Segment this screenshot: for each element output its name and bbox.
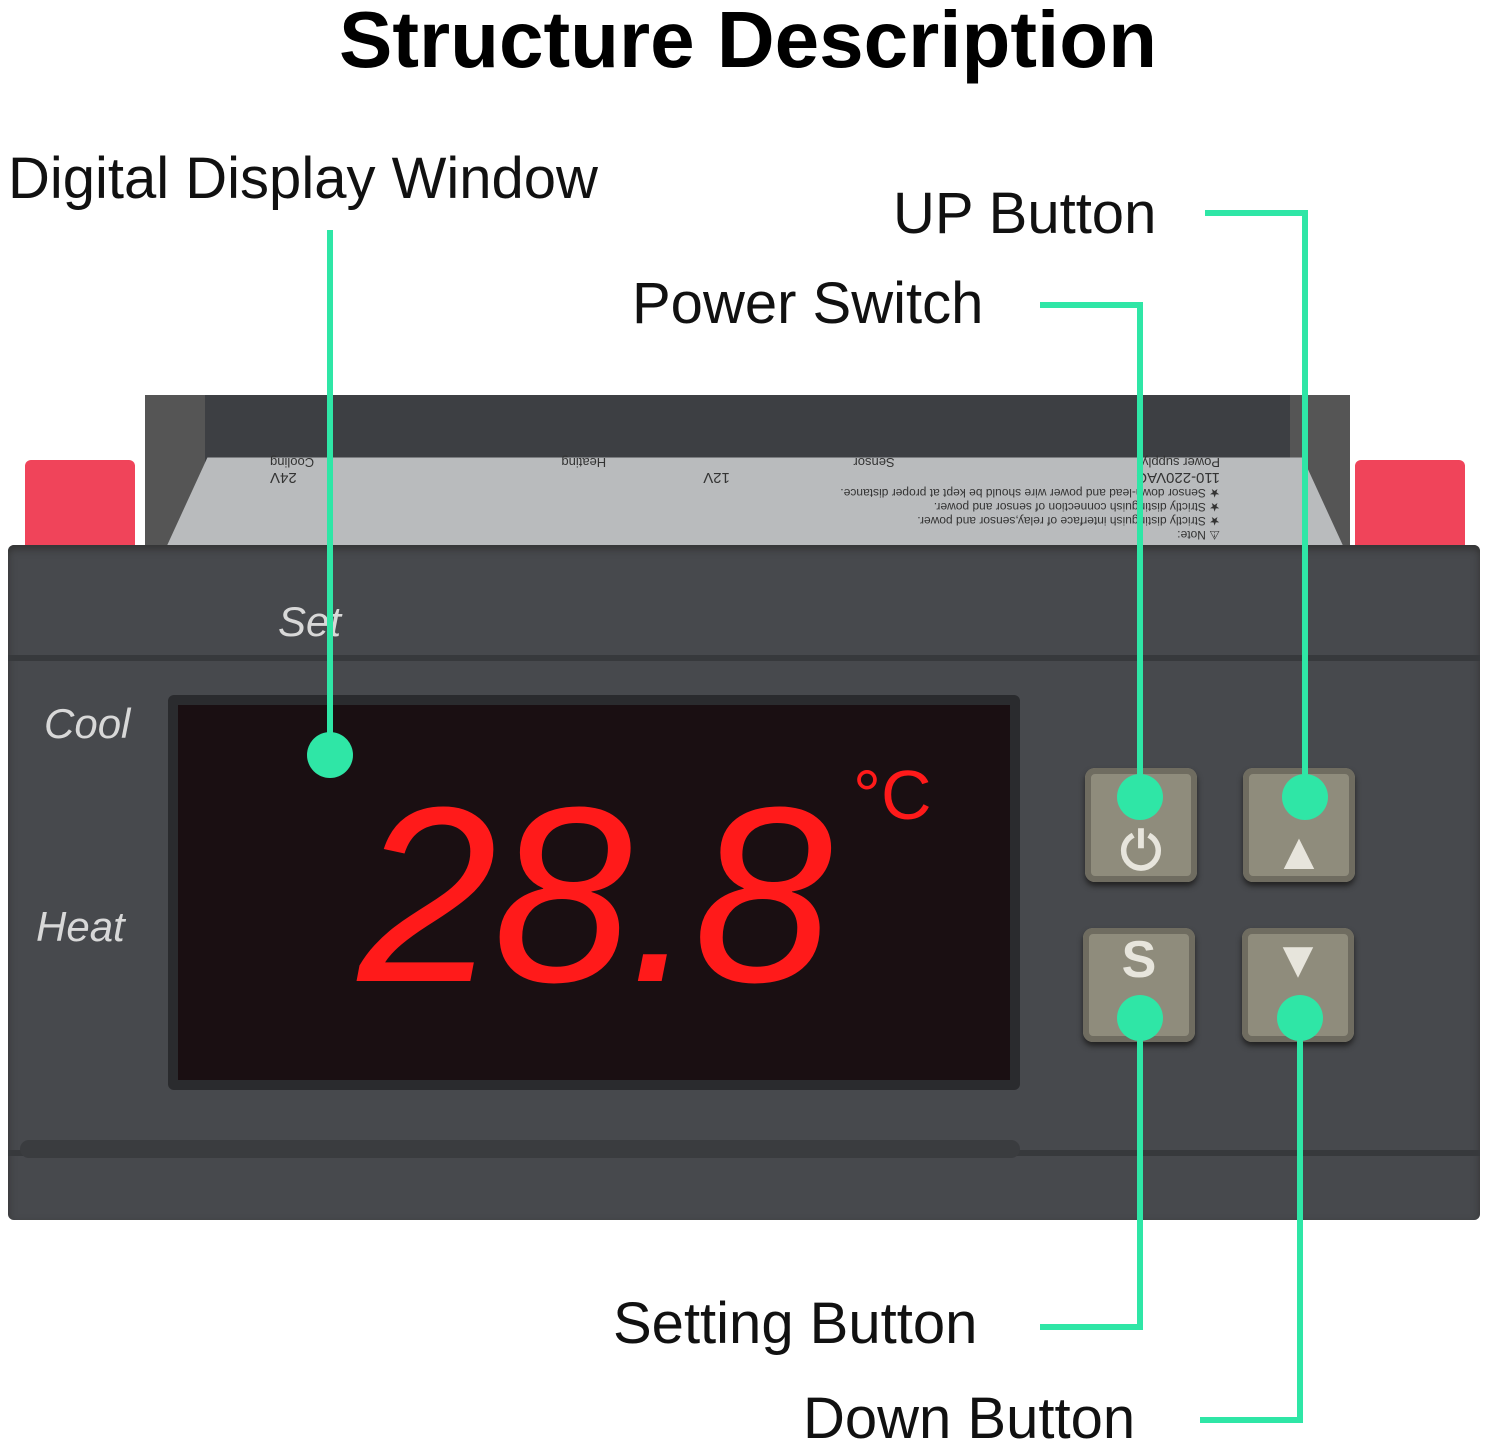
label-power-switch: Power Switch xyxy=(632,271,984,336)
leader-line-up xyxy=(1205,210,1308,216)
label-digital-display: Digital Display Window xyxy=(8,146,598,211)
page-title: Structure Description xyxy=(339,0,1157,84)
bottom-slot xyxy=(20,1140,1020,1158)
leader-line-display xyxy=(327,230,333,755)
unit-celsius: °C xyxy=(853,756,932,834)
label-up-button: UP Button xyxy=(893,181,1157,246)
label-setting-button: Setting Button xyxy=(613,1291,978,1356)
leader-line-power xyxy=(1137,302,1143,797)
leader-dot-down xyxy=(1277,995,1323,1041)
leader-line-power xyxy=(1040,302,1143,308)
cool-indicator-label: Cool xyxy=(44,700,131,747)
down-button[interactable]: ▼ xyxy=(1242,928,1354,1042)
leader-line-up xyxy=(1302,210,1308,797)
rear-label-text: ⚠ Note: ★ Strictly distinguish interface… xyxy=(270,455,1220,542)
leader-dot-power xyxy=(1117,774,1163,820)
leader-line-setting xyxy=(1040,1324,1143,1330)
temperature-readout: 28.8 xyxy=(358,755,833,1034)
leader-line-setting xyxy=(1137,1018,1143,1330)
leader-dot-display xyxy=(307,732,353,778)
heat-indicator-label: Heat xyxy=(36,903,125,950)
ridge xyxy=(8,655,1480,661)
led-display: 28.8 °C xyxy=(178,705,1010,1080)
label-down-button: Down Button xyxy=(803,1386,1136,1451)
leader-line-down xyxy=(1297,1018,1303,1423)
power-button[interactable]: ⏻ xyxy=(1085,768,1197,882)
leader-line-down xyxy=(1200,1417,1303,1423)
leader-dot-setting xyxy=(1117,995,1163,1041)
leader-dot-up xyxy=(1282,774,1328,820)
